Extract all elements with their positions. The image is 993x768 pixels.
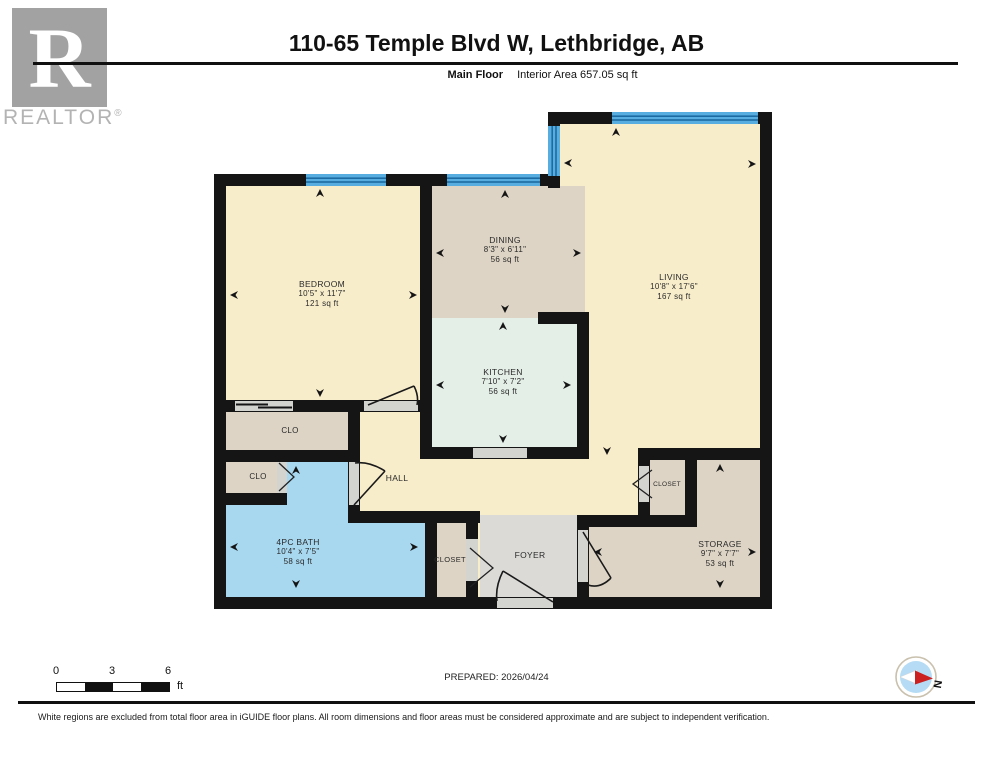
hall-closet-bifold <box>631 469 653 499</box>
foyer-closet-bifold <box>469 547 495 588</box>
floor-label: Main Floor <box>447 69 504 81</box>
closet-bedroom-area <box>226 412 348 450</box>
bifold-doors <box>278 462 653 588</box>
closet-bath-area <box>226 462 277 493</box>
room-dims: 10'4" x 7'5" <box>276 547 320 556</box>
swing-doors <box>353 385 612 603</box>
windows <box>306 112 758 186</box>
room-label-dining: DINING 8'3" x 6'11" 56 sq ft <box>435 235 575 265</box>
walls <box>214 112 772 609</box>
sliding-door <box>236 403 292 409</box>
label-foyer: FOYER <box>514 550 546 560</box>
scale-tick-6: 6 <box>164 665 172 677</box>
room-dims: 10'5" x 11'7" <box>298 289 346 298</box>
realtor-logo: R <box>12 8 107 107</box>
tan-rooms <box>226 186 760 597</box>
room-storage-area <box>589 460 760 597</box>
floor-subtitle: Main Floor Interior Area 657.05 sq ft <box>0 69 993 81</box>
room-area: 53 sq ft <box>705 559 735 568</box>
label-closet-foyer: CLOSET <box>434 555 466 564</box>
room-label-storage: STORAGE 9'7" x 7'7" 53 sq ft <box>650 539 790 569</box>
room-dims: 9'7" x 7'7" <box>700 549 740 558</box>
room-area: 56 sq ft <box>488 387 518 396</box>
room-label-bath: 4PC BATH 10'4" x 7'5" 58 sq ft <box>228 537 368 567</box>
room-name: DINING <box>489 235 521 245</box>
room-name: LIVING <box>659 272 689 282</box>
page-title: 110-65 Temple Blvd W, Lethbridge, AB <box>288 30 705 56</box>
room-area: 167 sq ft <box>657 292 691 301</box>
room-name: 4PC BATH <box>276 537 320 547</box>
bath-door <box>353 461 386 506</box>
entry-door <box>495 570 554 603</box>
title-divider <box>33 62 958 65</box>
scale-tick-0: 0 <box>52 665 60 677</box>
closet-foyer-area <box>437 523 466 597</box>
closet-hall-area <box>650 460 685 515</box>
compass-red-needle <box>915 670 933 685</box>
label-clo-bath: CLO <box>249 472 267 481</box>
room-area: 121 sq ft <box>305 299 339 308</box>
room-area: 58 sq ft <box>283 557 313 566</box>
bedroom-door <box>367 385 419 406</box>
living-side-window <box>548 126 560 176</box>
footer-disclaimer: White regions are excluded from total fl… <box>38 712 770 722</box>
room-kitchen-area <box>432 318 577 447</box>
realtor-logo-brand: REALTOR® <box>3 106 122 129</box>
room-bath-area <box>226 462 425 597</box>
room-dims: 10'8" x 17'6" <box>650 282 698 291</box>
room-name: KITCHEN <box>483 367 523 377</box>
label-closet-hall: CLOSET <box>653 481 681 488</box>
prepared-date: PREPARED: 2026/04/24 <box>444 672 549 683</box>
storage-door <box>582 531 612 587</box>
compass-icon <box>895 656 937 698</box>
dimension-arrows <box>230 128 756 588</box>
room-foyer-area <box>480 515 577 597</box>
room-label-kitchen: KITCHEN 7'10" x 7'2" 56 sq ft <box>433 367 573 397</box>
scale-unit: ft <box>177 680 184 692</box>
scale-tick-3: 3 <box>108 665 116 677</box>
label-hall: HALL <box>385 473 409 483</box>
bath-closet-bifold <box>278 462 295 492</box>
room-dining-area <box>432 186 585 318</box>
scale-bar <box>56 682 170 692</box>
door-openings <box>235 401 649 608</box>
dining-window <box>447 174 540 186</box>
registered-mark: ® <box>114 108 122 119</box>
room-label-bedroom: BEDROOM 10'5" x 11'7" 121 sq ft <box>252 279 392 309</box>
room-name: BEDROOM <box>298 279 346 289</box>
footer-divider <box>18 701 975 704</box>
bedroom-window <box>306 174 386 186</box>
room-name: STORAGE <box>698 539 742 549</box>
living-top-window <box>612 112 758 124</box>
room-dims: 8'3" x 6'11" <box>483 245 527 254</box>
room-area: 56 sq ft <box>490 255 520 264</box>
area-label: Interior Area 657.05 sq ft <box>517 69 638 81</box>
room-label-living: LIVING 10'8" x 17'6" 167 sq ft <box>604 272 744 302</box>
realtor-logo-r: R <box>28 9 91 106</box>
label-clo-bedroom: CLO <box>281 426 299 435</box>
room-dims: 7'10" x 7'2" <box>481 377 525 386</box>
